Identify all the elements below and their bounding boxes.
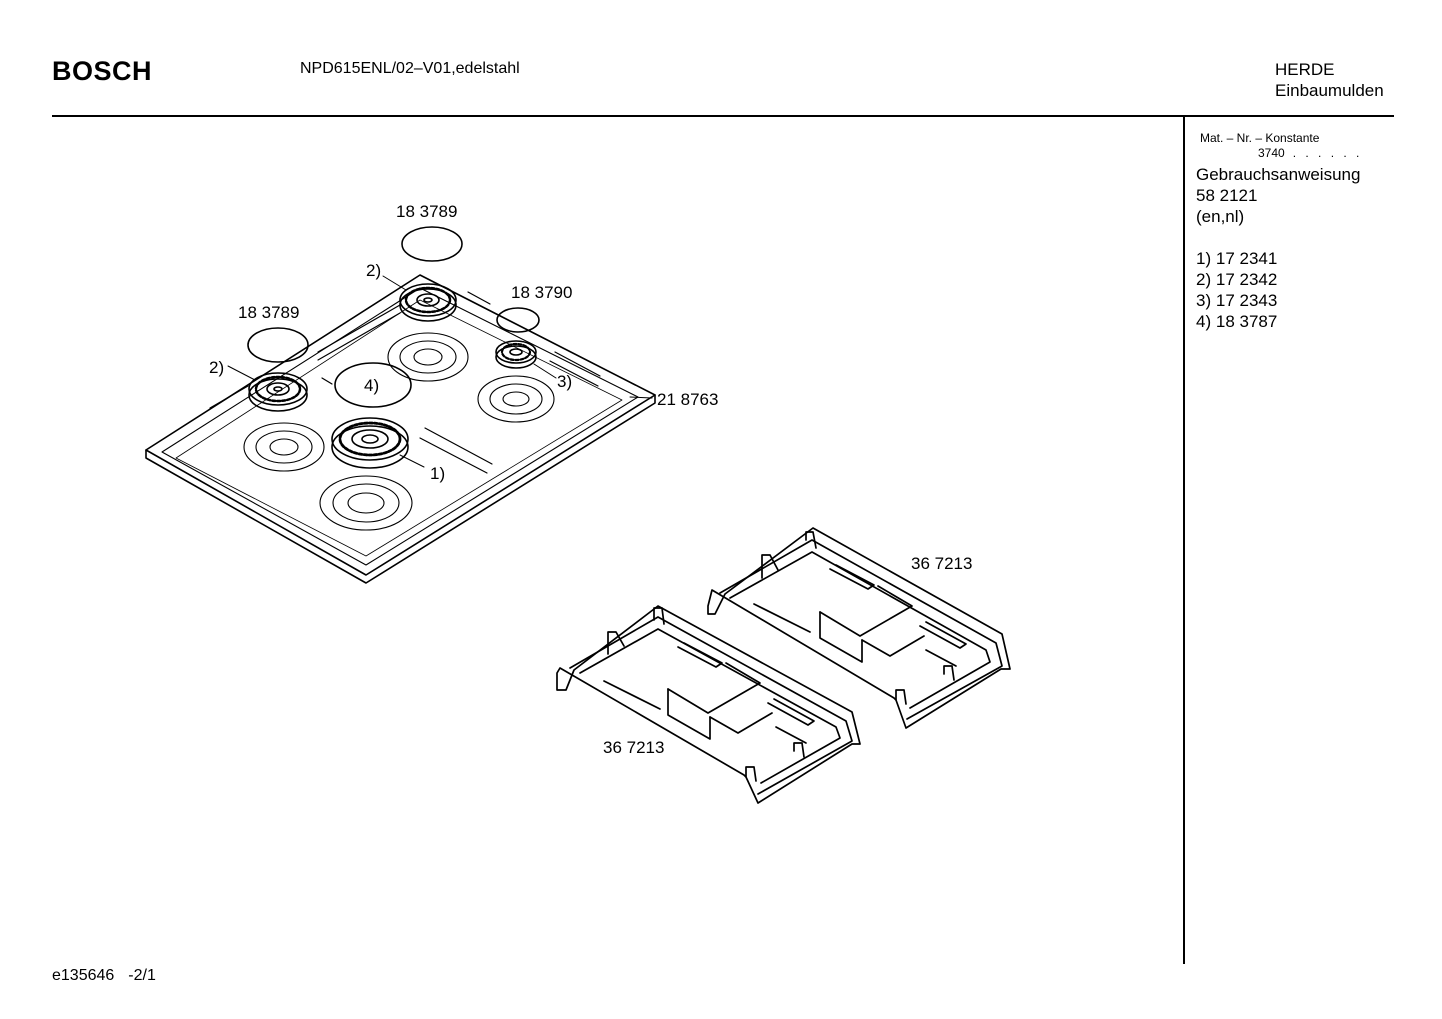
sidebar-divider [1183, 116, 1185, 964]
recess-back-center [387, 332, 469, 382]
cap-top [401, 226, 463, 262]
cap-left [247, 327, 309, 363]
material-number-label: Mat. – Nr. – Konstante [1200, 131, 1320, 145]
cap-small [496, 307, 540, 333]
burner-small-3 [495, 340, 537, 369]
callout-cap-left: 18 3789 [238, 303, 299, 322]
burner-top-2 [399, 283, 457, 322]
recess-front [319, 475, 413, 531]
recess-right [477, 375, 555, 423]
category-line-1: HERDE [1275, 60, 1335, 79]
brand-logo: BOSCH [52, 56, 153, 86]
parts-list-item: 2) 17 2342 [1196, 270, 1278, 289]
document-id: e135646 [52, 967, 115, 984]
parts-sidebar: Mat. – Nr. – Konstante 3740 . . . . . . G… [1196, 131, 1362, 332]
callout-cap-small: 18 3790 [511, 283, 572, 302]
recess-left [243, 422, 325, 472]
manual-languages: (en,nl) [1196, 207, 1245, 226]
leader-lines [227, 275, 653, 468]
parts-list: 1) 17 2341 2) 17 2342 3) 17 2343 4) 18 3… [1196, 248, 1362, 332]
material-constant-value: 3740 [1258, 146, 1285, 160]
category-label: HERDE Einbaumulden [1275, 59, 1384, 101]
callout-grate-left: 36 7213 [603, 738, 664, 757]
header-divider [52, 115, 1394, 117]
footer: e135646 -2/1 [52, 967, 156, 985]
manual-number: 58 2121 [1196, 186, 1258, 205]
callout-grate-right: 36 7213 [911, 554, 972, 573]
category-line-2: Einbaumulden [1275, 81, 1384, 100]
callout-hob-panel: 21 8763 [657, 390, 718, 409]
page-number: -2/1 [128, 967, 156, 984]
pan-support-right [707, 527, 1011, 729]
parts-list-item: 4) 18 3787 [1196, 312, 1278, 331]
hob-panel [145, 274, 656, 584]
burner-recesses [243, 332, 555, 531]
manual-title: Gebrauchsanweisung [1196, 165, 1361, 184]
cap-wok [334, 362, 412, 408]
burner-left-2 [248, 372, 308, 412]
material-constant-dots: . . . . . . [1292, 146, 1363, 160]
parts-list-item: 1) 17 2341 [1196, 249, 1278, 268]
burner-caps [247, 226, 540, 408]
ref-burner-wok: 1) [430, 464, 445, 483]
manual-reference: Gebrauchsanweisung 58 2121 (en,nl) [1196, 164, 1362, 227]
ref-burner-left: 2) [209, 358, 224, 377]
material-constant: 3740 . . . . . . [1258, 146, 1362, 160]
burner-wok-1 [331, 417, 409, 469]
model-designation: NPD615ENL/02–V01,edelstahl [300, 60, 520, 77]
pan-support-left [556, 605, 861, 804]
callout-cap-top: 18 3789 [396, 202, 457, 221]
ref-burner-top: 2) [366, 261, 381, 280]
ref-cap-wok: 4) [364, 376, 379, 395]
ref-burner-small: 3) [557, 372, 572, 391]
callout-labels: 18 3789 18 3789 18 3790 21 8763 36 7213 … [209, 202, 972, 757]
parts-list-item: 3) 17 2343 [1196, 291, 1278, 310]
